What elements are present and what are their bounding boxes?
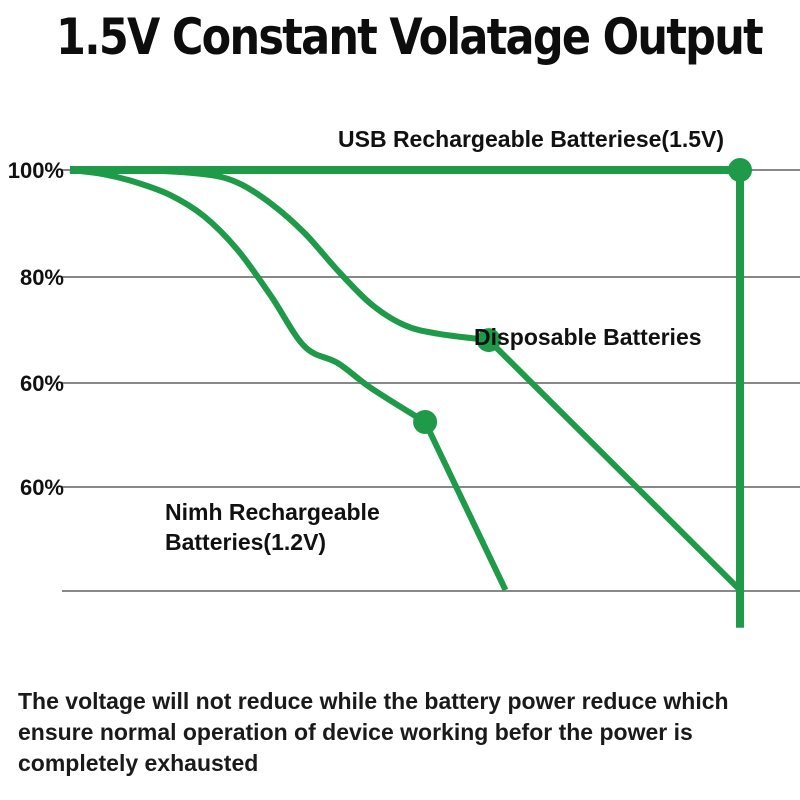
y-tick-label: 80%: [20, 265, 64, 290]
series-disposable-line: [69, 166, 743, 593]
chart-title: 1.5V Constant Volatage Output: [56, 8, 764, 66]
grid-lines: [62, 169, 800, 592]
caption-text: The voltage will not reduce while the ba…: [18, 688, 729, 776]
series-usb-marker: [728, 158, 752, 182]
series-nimh-line: [69, 167, 509, 592]
y-tick-label: 60%: [20, 475, 64, 500]
series-usb-line: [70, 166, 744, 628]
series-markers: [413, 158, 752, 434]
series-disposable-marker: [476, 328, 501, 353]
y-tick-labels: 100% 80% 60% 60%: [8, 158, 64, 500]
y-tick-label: 60%: [20, 371, 64, 396]
y-tick-label: 100%: [8, 158, 64, 183]
series-nimh-marker: [413, 410, 438, 434]
series-disposable-label: Disposable Batteries: [474, 324, 702, 350]
series-labels: USB Rechargeable Batteriese(1.5V) Disposa…: [165, 126, 724, 555]
series-usb-label: USB Rechargeable Batteriese(1.5V): [338, 126, 724, 152]
series-lines: [69, 166, 744, 628]
